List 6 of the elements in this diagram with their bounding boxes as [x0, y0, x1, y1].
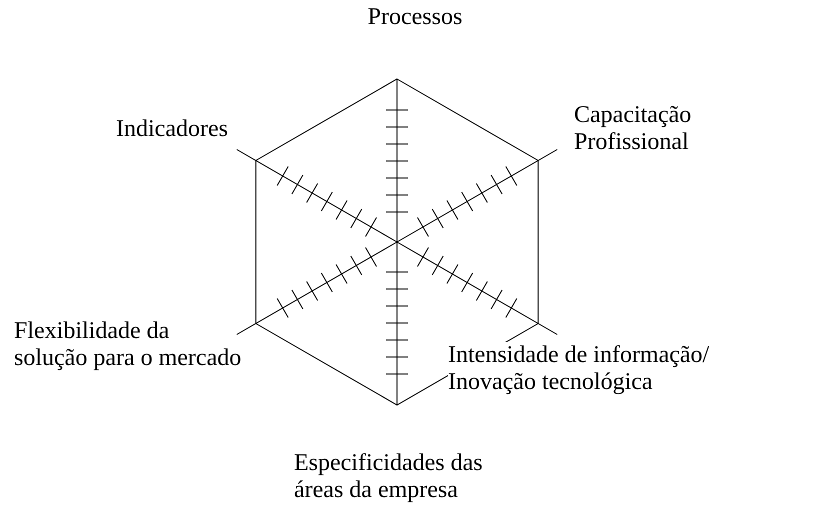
- axis-label: Indicadores: [116, 116, 228, 143]
- axis-label: Capacitação Profissional: [574, 102, 692, 156]
- axis-label: Especificidades das áreas da empresa: [294, 450, 483, 504]
- axis-label: Flexibilidade da solução para o mercado: [14, 318, 242, 372]
- axis-label: Processos: [366, 4, 464, 31]
- axis-label: Intensidade de informação/ Inovação tecnológica: [448, 342, 710, 396]
